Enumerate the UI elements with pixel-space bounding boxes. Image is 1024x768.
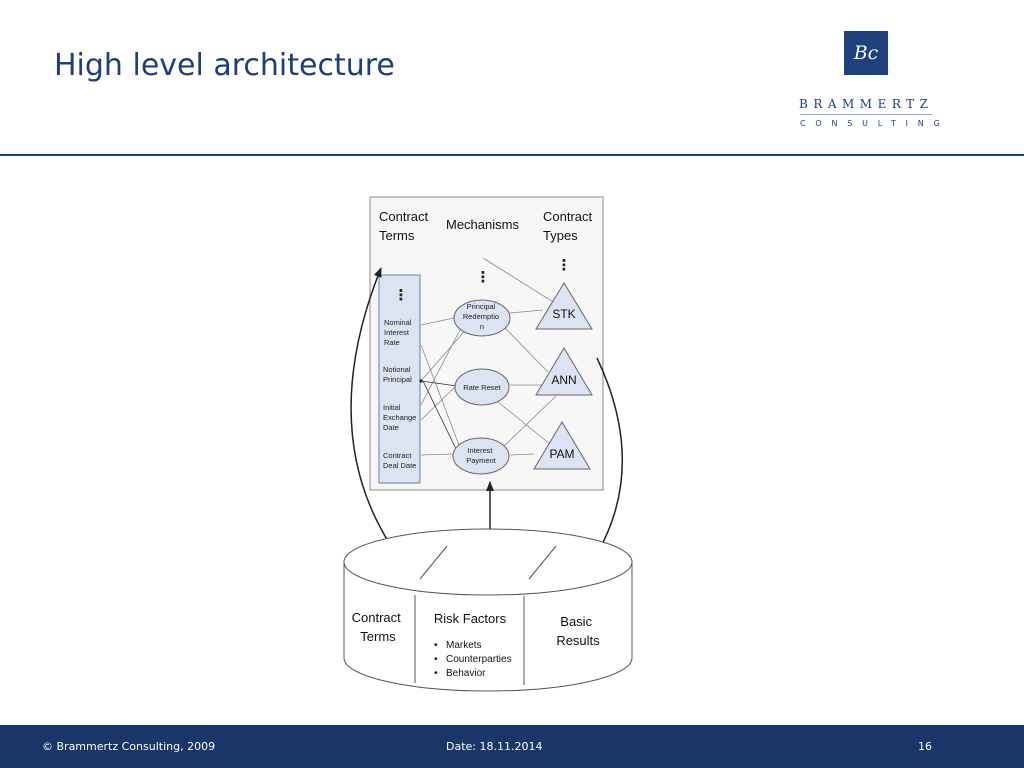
term-contract-deal-date: Contract Deal Date bbox=[383, 451, 416, 470]
header-contract-types: Contract Types bbox=[543, 209, 596, 243]
mechanism-interest-payment-label: Interest Payment bbox=[466, 446, 497, 465]
database-contract-terms: Contract Terms bbox=[352, 610, 405, 644]
slide-title: High level architecture bbox=[54, 48, 395, 83]
footer-bar: © Brammertz Consulting, 2009 Date: 18.11… bbox=[0, 725, 1024, 768]
footer-page-number: 16 bbox=[918, 740, 932, 753]
term-nominal-interest-rate: Nominal Interest Rate bbox=[384, 318, 414, 347]
brand-name: BRAMMERTZ bbox=[799, 97, 934, 111]
brand-divider bbox=[800, 114, 932, 115]
brammertz-logo-mark: Bc bbox=[844, 31, 888, 75]
database-basic-results: Basic Results bbox=[556, 614, 600, 648]
term-initial-exchange-date: Initial Exchange Date bbox=[383, 403, 418, 432]
architecture-diagram: Contract Terms Mechanisms Contract Types… bbox=[343, 196, 633, 692]
term-mechanism-connectors bbox=[420, 317, 470, 456]
type-ann-triangle bbox=[535, 347, 593, 396]
database-risk-factors-bullets: • Markets • Counterparties • Behavior bbox=[434, 640, 514, 679]
mechanism-interest-payment bbox=[452, 437, 510, 475]
header-contract-terms: Contract Terms bbox=[379, 209, 432, 243]
term-notional-principal: Notional Principal bbox=[383, 365, 413, 384]
type-stk-triangle bbox=[535, 282, 593, 330]
database-cylinder bbox=[343, 528, 633, 692]
type-pam-label: PAM bbox=[549, 447, 574, 461]
type-pam-triangle bbox=[533, 421, 591, 470]
brand-subtitle: CONSULTING bbox=[800, 119, 950, 128]
mechanism-principal-redemption-label: Principal Redemptio n bbox=[463, 302, 501, 331]
footer-date: Date: 18.11.2014 bbox=[446, 740, 543, 753]
footer-copyright: © Brammertz Consulting, 2009 bbox=[42, 740, 216, 753]
mechanism-rate-reset bbox=[454, 368, 510, 406]
terms-column bbox=[378, 274, 421, 484]
principal-links bbox=[419, 379, 459, 453]
database-risk-factors-title: Risk Factors bbox=[434, 611, 507, 626]
types-ellipsis: ⋮ bbox=[557, 256, 572, 274]
mechanism-principal-redemption bbox=[453, 299, 511, 337]
type-ann-label: ANN bbox=[551, 373, 576, 387]
header-mechanisms: Mechanisms bbox=[446, 217, 519, 232]
terms-ellipsis: ⋮ bbox=[394, 286, 409, 304]
mechanisms-ellipsis: ⋮ bbox=[476, 268, 491, 286]
flow-arrow-types-to-database bbox=[591, 357, 624, 563]
flow-arrow-database-to-terms bbox=[350, 267, 403, 563]
type-stk-label: STK bbox=[552, 307, 575, 321]
header-divider bbox=[0, 154, 1024, 156]
mechanism-rate-reset-label: Rate Reset bbox=[463, 383, 501, 392]
